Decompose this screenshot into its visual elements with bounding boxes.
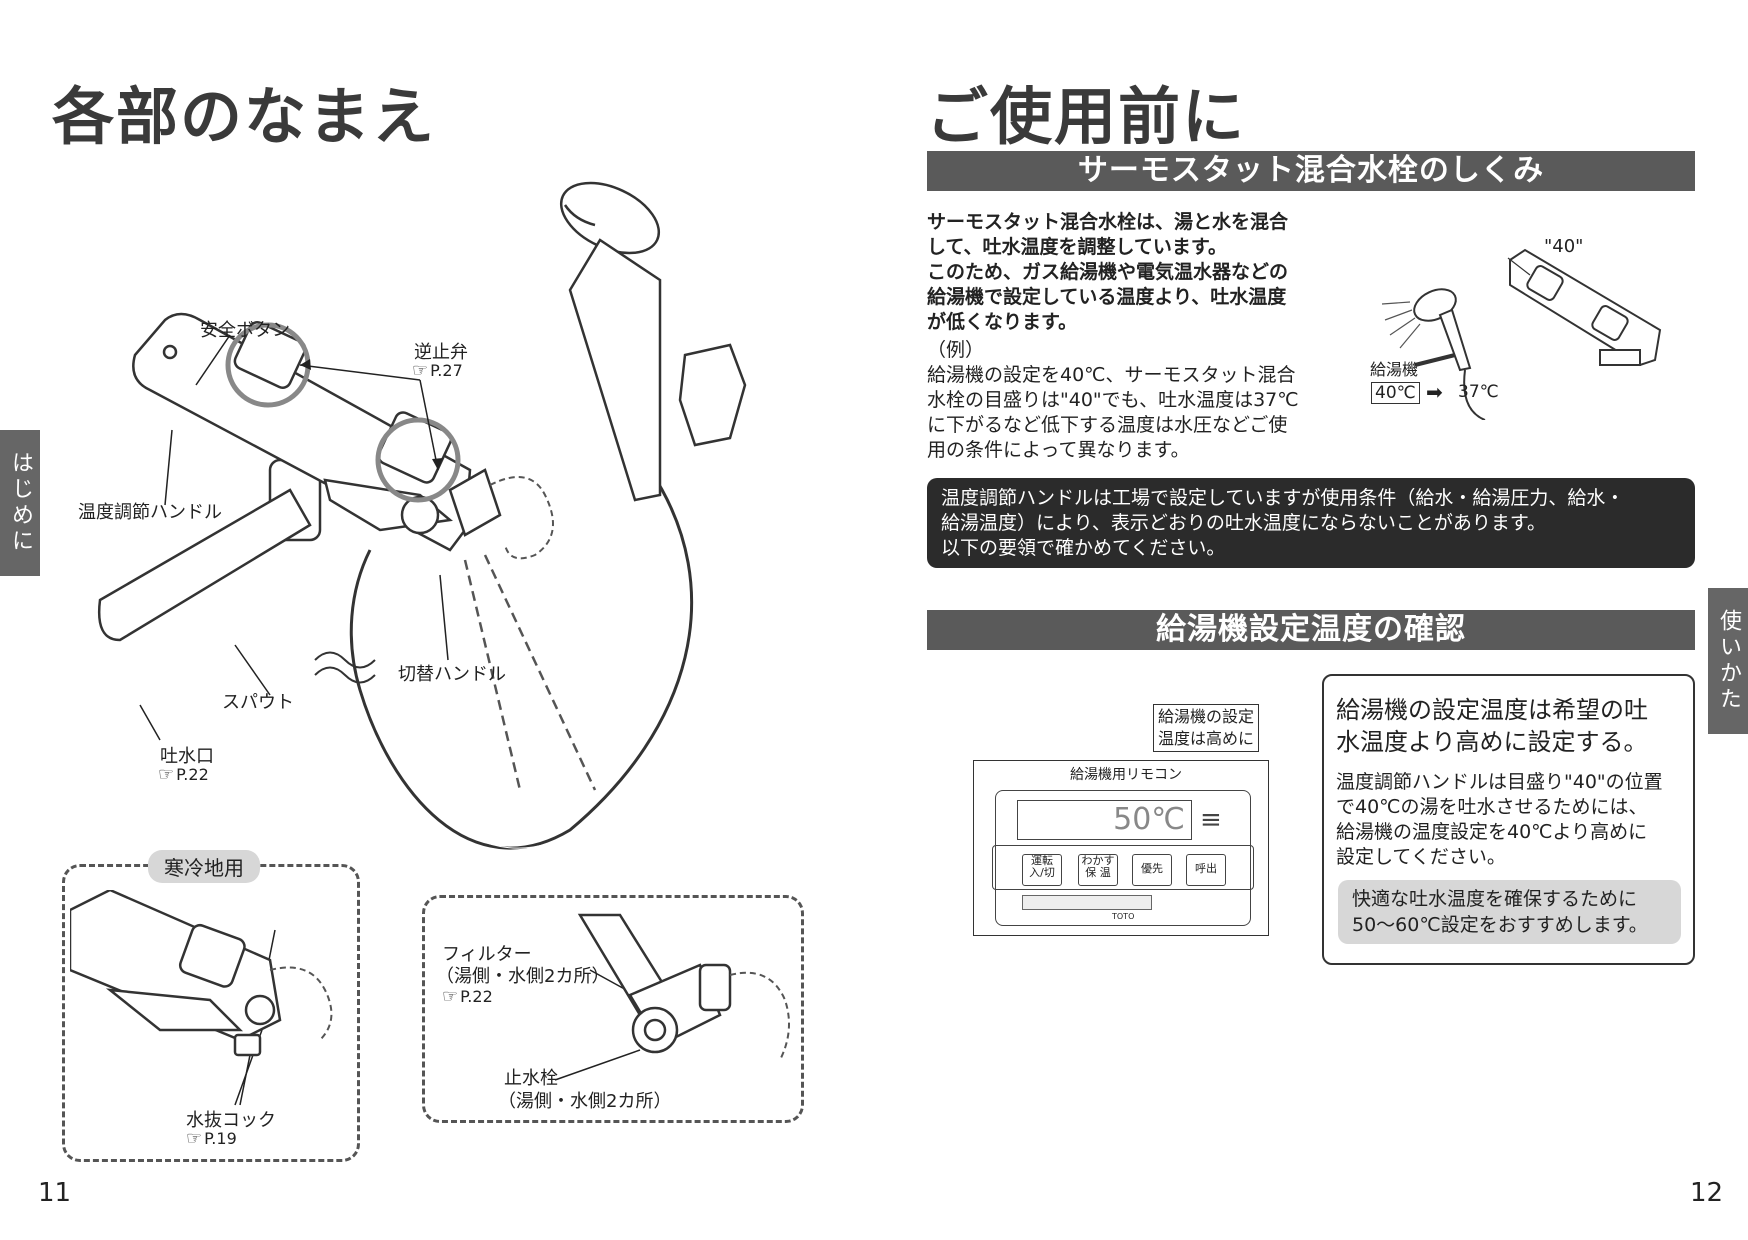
ref-filter[interactable]: ☞P.22 bbox=[442, 986, 493, 1007]
remote-display: 50℃ bbox=[1017, 800, 1192, 840]
section-heading-heater-temp: 給湯機設定温度の確認 bbox=[927, 610, 1695, 650]
ref-drain-cock[interactable]: ☞P.19 bbox=[186, 1128, 237, 1149]
side-tab-intro[interactable]: はじめに bbox=[0, 430, 40, 576]
fig-scale-40: "40" bbox=[1544, 236, 1584, 257]
left-page-title: 各部のなまえ bbox=[52, 80, 437, 153]
pointing-hand-icon: ☞ bbox=[412, 360, 429, 381]
recommendation-heading: 給湯機の設定温度は希望の吐 水温度より高めに設定する。 bbox=[1336, 696, 1648, 756]
fig-set-temp: 40℃ bbox=[1371, 382, 1420, 404]
label-outlet: 吐水口 bbox=[160, 746, 214, 767]
shower-head bbox=[559, 181, 662, 502]
right-page-title: ご使用前に bbox=[926, 80, 1247, 153]
recommendation-tip: 快適な吐水温度を確保するために 50～60℃設定をおすすめします。 bbox=[1338, 880, 1681, 944]
pointing-hand-icon: ☞ bbox=[442, 986, 459, 1007]
fig-out-temp: 37℃ bbox=[1458, 382, 1499, 402]
pointing-hand-icon: ☞ bbox=[158, 764, 175, 785]
filter-inset bbox=[422, 895, 804, 1123]
arrow-right-icon: ➡ bbox=[1426, 380, 1443, 404]
label-temp-handle: 温度調節ハンドル bbox=[78, 502, 222, 523]
remote-button-heat[interactable]: わかす 保 温 bbox=[1078, 854, 1118, 886]
remote-brand: TOTO bbox=[1112, 912, 1135, 921]
thermostat-example-illustration bbox=[1381, 248, 1662, 420]
remote-body bbox=[995, 790, 1251, 926]
page-number-right: 12 bbox=[1690, 1178, 1724, 1208]
ref-outlet[interactable]: ☞P.22 bbox=[158, 764, 209, 785]
thermostat-description: サーモスタット混合水栓は、湯と水を混合 して、吐水温度を調整しています。 このた… bbox=[927, 211, 1289, 333]
remote-button-call[interactable]: 呼出 bbox=[1186, 854, 1226, 886]
recommendation-body: 温度調節ハンドルは目盛り"40"の位置 で40℃の湯を吐水させるためには、 給湯… bbox=[1336, 771, 1663, 868]
spout-shape bbox=[97, 488, 312, 642]
label-switch-handle: 切替ハンドル bbox=[398, 664, 506, 685]
caution-notice: 温度調節ハンドルは工場で設定していますが使用条件（給水・給湯圧力、給水・ 給湯温… bbox=[927, 478, 1695, 568]
label-safety-button: 安全ボタン bbox=[200, 320, 290, 341]
side-tab-usage[interactable]: 使いかた bbox=[1708, 588, 1748, 734]
label-stop-valve-2: （湯側・水側2カ所） bbox=[498, 1091, 672, 1112]
example-text: （例） 給湯機の設定を40℃、サーモスタット混合 水栓の目盛りは"40"でも、吐… bbox=[927, 339, 1299, 461]
section-heading-thermostat: サーモスタット混合水栓のしくみ bbox=[927, 151, 1695, 191]
label-check-valve: 逆止弁 bbox=[414, 342, 468, 363]
pointing-hand-icon: ☞ bbox=[186, 1128, 203, 1149]
label-drain-cock: 水抜コック bbox=[186, 1110, 276, 1131]
fig-heater-label: 給湯機 bbox=[1370, 360, 1419, 379]
remote-warning-strip bbox=[1022, 895, 1152, 910]
remote-button-panel bbox=[992, 845, 1254, 890]
ref-check-valve[interactable]: ☞P.27 bbox=[412, 360, 463, 381]
remote-title: 給湯機用リモコン bbox=[1070, 767, 1182, 783]
remote-button-priority[interactable]: 優先 bbox=[1132, 854, 1172, 886]
label-filter-2: （湯側・水側2カ所） bbox=[436, 966, 610, 987]
shower-hose bbox=[349, 469, 694, 850]
label-stop-valve-1: 止水栓 bbox=[504, 1068, 558, 1089]
remote-button-power[interactable]: 運転 入/切 bbox=[1022, 854, 1062, 886]
page-number-left: 11 bbox=[38, 1178, 72, 1208]
callout-heater-high: 給湯機の設定 温度は高めに bbox=[1153, 704, 1260, 752]
filter-illustration bbox=[577, 913, 790, 1061]
remote-controller-frame bbox=[973, 760, 1269, 936]
label-filter-1: フィルター bbox=[442, 944, 532, 965]
cold-region-tag: 寒冷地用 bbox=[148, 850, 260, 883]
faucet-illustration bbox=[97, 181, 747, 850]
label-spout: スパウト bbox=[222, 692, 294, 713]
cold-region-faucet-illustration bbox=[70, 890, 333, 1057]
menu-lines-icon: ≡ bbox=[1200, 805, 1222, 835]
shower-holder bbox=[678, 343, 747, 447]
check-valve-highlight-2 bbox=[375, 417, 461, 503]
